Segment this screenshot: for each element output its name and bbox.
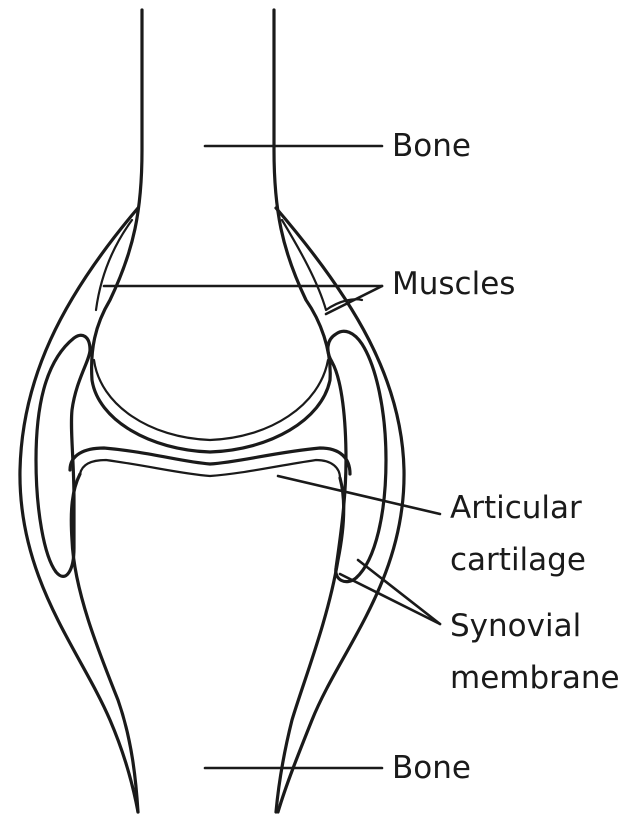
leader-articular-cartilage bbox=[278, 476, 440, 514]
label-membrane: membrane bbox=[450, 658, 620, 698]
lower-bone-right bbox=[276, 478, 344, 812]
label-synovial: Synovial bbox=[450, 606, 581, 646]
label-bone-top: Bone bbox=[392, 126, 471, 166]
label-cartilage: cartilage bbox=[450, 540, 586, 580]
label-bone-bottom: Bone bbox=[392, 748, 471, 788]
synovial-pocket-left bbox=[36, 335, 90, 576]
lower-bone-left bbox=[71, 474, 138, 812]
leader-muscles-right bbox=[326, 286, 382, 314]
muscle-inner-left bbox=[96, 220, 132, 310]
label-muscles: Muscles bbox=[392, 264, 515, 304]
synovial-pocket-right bbox=[328, 331, 386, 581]
muscle-outline-right bbox=[276, 208, 404, 812]
leader-synovial-a bbox=[358, 560, 440, 624]
leader-synovial-b bbox=[340, 574, 440, 624]
label-articular: Articular bbox=[450, 488, 582, 528]
